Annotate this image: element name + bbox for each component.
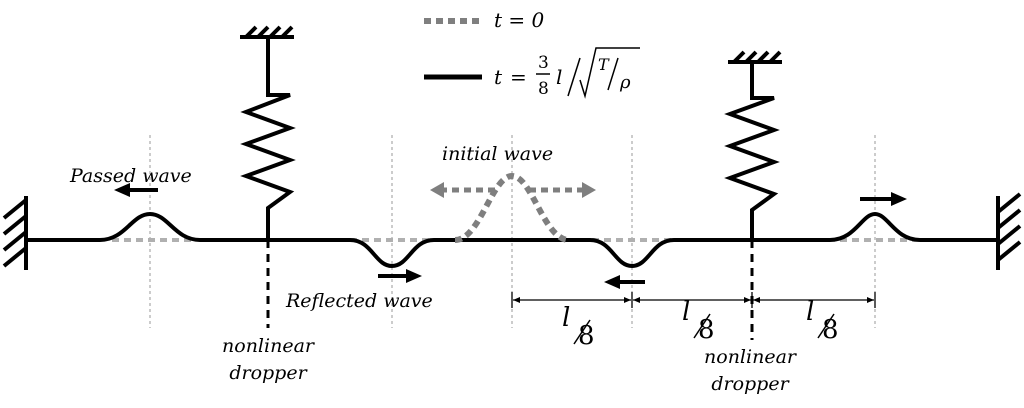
initial-wave-pulse bbox=[454, 172, 570, 243]
arrow-icon bbox=[430, 182, 444, 198]
svg-text:l: l bbox=[682, 297, 690, 327]
dropper-left-label: nonlinear bbox=[222, 335, 316, 357]
svg-text:8: 8 bbox=[698, 315, 715, 345]
svg-text:3: 3 bbox=[538, 53, 549, 73]
dimension-label: l 8 bbox=[806, 297, 839, 345]
passed-wave-arrow-right bbox=[860, 192, 907, 206]
svg-text:8: 8 bbox=[578, 321, 595, 351]
guide-lines bbox=[149, 135, 876, 328]
svg-text:l: l bbox=[562, 303, 570, 333]
string-final bbox=[26, 211, 998, 269]
right-spring-icon bbox=[724, 50, 782, 240]
svg-text:l: l bbox=[556, 65, 562, 89]
svg-text:ρ: ρ bbox=[619, 72, 631, 93]
svg-text:=: = bbox=[510, 65, 527, 89]
svg-text:l: l bbox=[806, 297, 814, 327]
arrow-icon bbox=[891, 192, 907, 206]
svg-text:8: 8 bbox=[538, 79, 549, 99]
left-wall-icon bbox=[2, 196, 28, 270]
svg-text:T: T bbox=[598, 55, 610, 74]
passed-wave-arrow-left bbox=[114, 183, 158, 197]
arrow-icon bbox=[604, 275, 620, 289]
passed-wave-label: Passed wave bbox=[69, 165, 192, 187]
reflected-wave-label: Reflected wave bbox=[285, 290, 433, 312]
left-spring-icon bbox=[240, 25, 296, 240]
legend-label-initial: t = 0 bbox=[494, 8, 545, 32]
initial-wave-label: initial wave bbox=[442, 143, 553, 165]
legend: t = 0 t = 3 8 l T ρ bbox=[424, 8, 640, 99]
arrow-icon bbox=[582, 182, 596, 198]
right-wall-icon bbox=[996, 192, 1022, 270]
arrow-icon bbox=[406, 269, 422, 283]
reflected-wave-arrow-right bbox=[378, 269, 422, 283]
dimension-label: l 8 bbox=[562, 303, 595, 351]
dimension-label: l 8 bbox=[682, 297, 715, 345]
reflected-wave-arrow-left bbox=[604, 275, 645, 289]
dropper-right-label: dropper bbox=[711, 373, 790, 395]
legend-label-final: t = 3 8 l T ρ bbox=[494, 47, 640, 99]
dropper-right-label: nonlinear bbox=[704, 346, 798, 368]
dimension-lines bbox=[511, 292, 876, 308]
dropper-left-label: dropper bbox=[229, 362, 308, 384]
svg-text:8: 8 bbox=[822, 315, 839, 345]
arrow-icon bbox=[114, 183, 130, 197]
svg-text:t: t bbox=[494, 65, 503, 89]
